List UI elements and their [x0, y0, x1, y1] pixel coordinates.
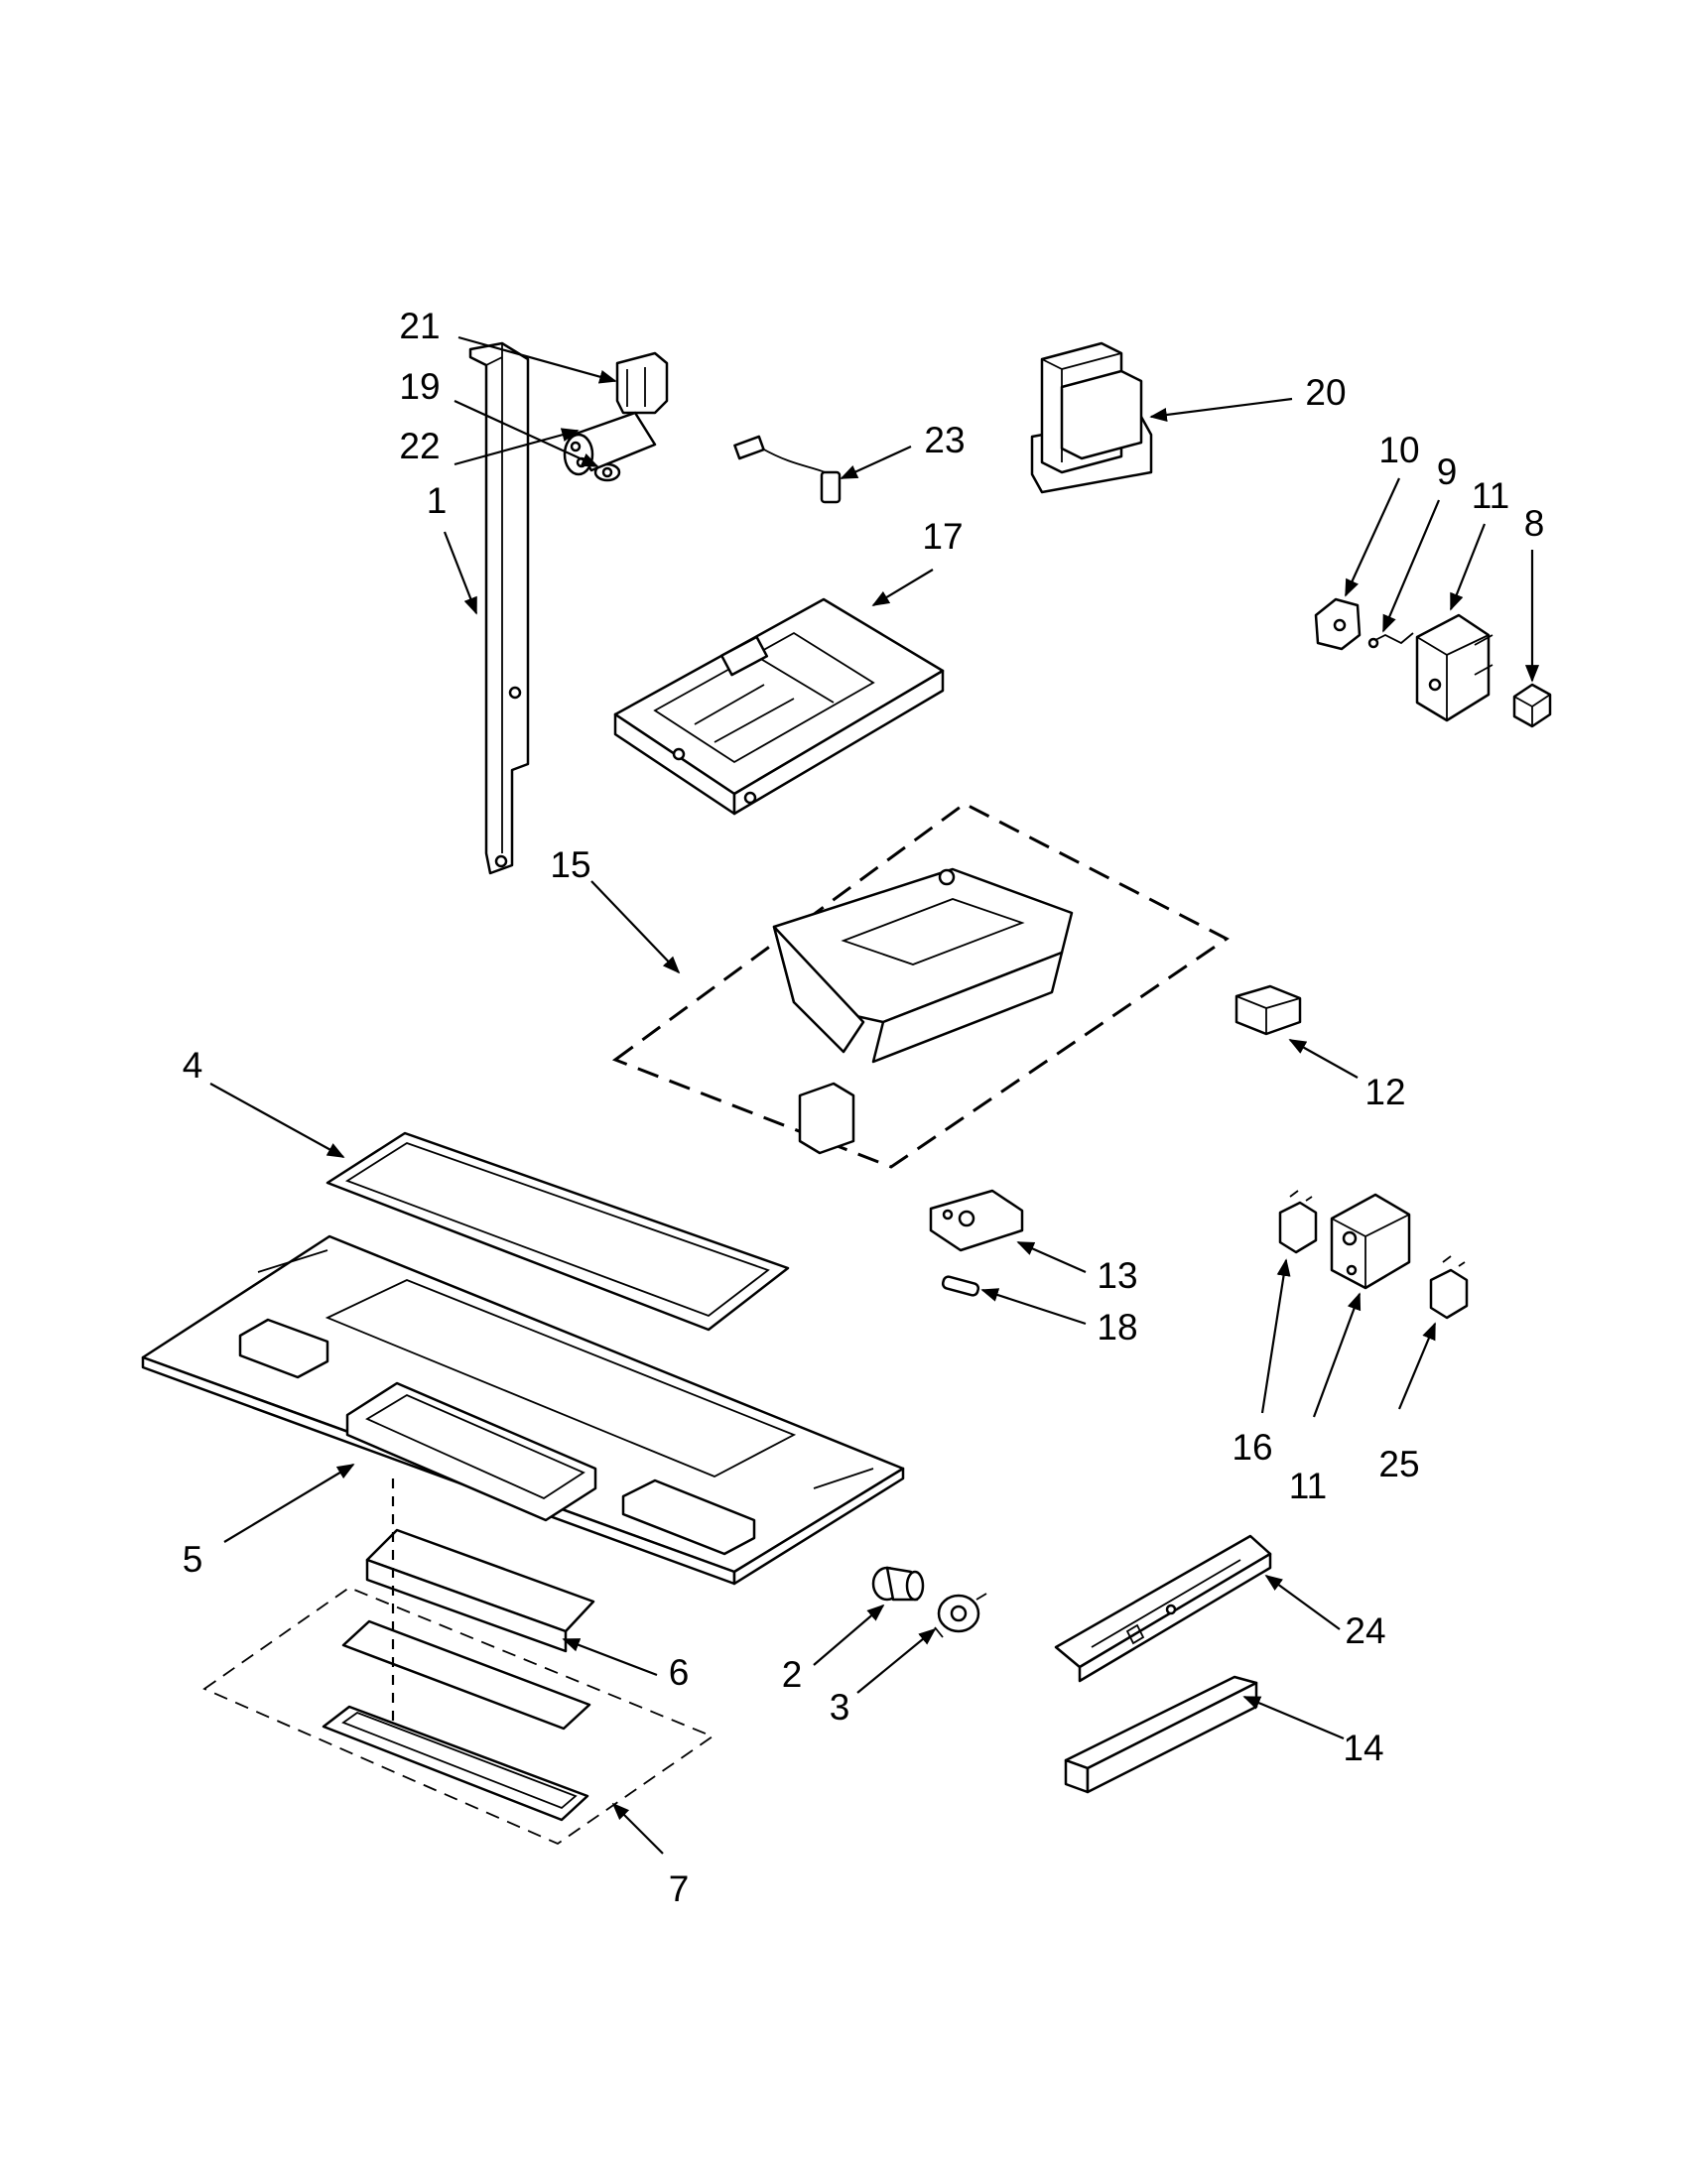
leader-11a — [1449, 523, 1487, 611]
part-9-spring — [1367, 632, 1414, 649]
callout-4: 4 — [183, 1045, 203, 1086]
callout-8: 8 — [1524, 503, 1545, 544]
callout-5: 5 — [183, 1539, 203, 1580]
callout-20: 20 — [1305, 372, 1346, 413]
leader-17 — [871, 569, 934, 606]
leader-6 — [562, 1637, 658, 1677]
leader-20 — [1149, 397, 1293, 422]
leader-21 — [457, 335, 617, 384]
callout-7: 7 — [669, 1868, 690, 1909]
leader-3 — [856, 1627, 937, 1694]
callout-9: 9 — [1437, 451, 1458, 492]
part-25-switch — [1429, 1255, 1469, 1320]
callout-22: 22 — [399, 426, 440, 466]
callout-18: 18 — [1097, 1307, 1137, 1348]
callout-24: 24 — [1345, 1610, 1385, 1651]
leader-7 — [611, 1802, 664, 1855]
callout-11-bottom: 11 — [1289, 1466, 1327, 1506]
part-1-bracket — [468, 341, 530, 875]
callout-11-top: 11 — [1472, 475, 1509, 516]
part-15-duct-assembly — [611, 802, 1230, 1169]
leader-19 — [454, 400, 599, 467]
part-16-switch — [1278, 1190, 1318, 1254]
callout-16: 16 — [1232, 1427, 1272, 1468]
part-3-lamp-socket — [934, 1593, 987, 1638]
part-23-sensor — [733, 435, 842, 504]
part-5-bottom-panel — [141, 1234, 905, 1586]
leader-18 — [980, 1288, 1087, 1326]
leader-16 — [1260, 1258, 1291, 1414]
leader-24 — [1264, 1574, 1341, 1630]
callout-14: 14 — [1343, 1728, 1383, 1768]
part-18-fuse — [941, 1275, 980, 1297]
leader-2 — [813, 1604, 885, 1666]
leader-11b — [1312, 1292, 1362, 1418]
leader-12 — [1288, 1039, 1359, 1079]
leader-10 — [1344, 477, 1401, 597]
part-8-switch — [1512, 683, 1552, 728]
leader-22 — [454, 428, 580, 466]
callout-1: 1 — [427, 480, 448, 521]
part-24-control-bracket — [1054, 1534, 1272, 1683]
part-2-socket — [871, 1566, 925, 1602]
leader-14 — [1242, 1695, 1345, 1740]
callout-10: 10 — [1378, 430, 1419, 470]
callout-23: 23 — [924, 420, 965, 460]
leader-25 — [1397, 1322, 1437, 1410]
callout-labels: 21 19 22 1 23 20 17 10 9 11 8 15 12 4 13… — [183, 306, 1545, 1909]
leader-23 — [840, 445, 912, 480]
leader-9 — [1381, 499, 1441, 633]
callout-12: 12 — [1364, 1072, 1405, 1112]
part-4-filter — [325, 1131, 790, 1332]
callout-15: 15 — [550, 844, 590, 885]
callout-2: 2 — [782, 1654, 803, 1695]
leader-4 — [209, 1083, 345, 1158]
part-7-light-assembly — [202, 1478, 714, 1846]
part-11-switch-holder-bottom — [1330, 1193, 1411, 1290]
part-12-block — [1234, 984, 1302, 1036]
part-20-transformer — [1030, 341, 1153, 494]
part-6-light-cover — [365, 1528, 595, 1653]
callout-25: 25 — [1378, 1444, 1419, 1484]
leader-15 — [590, 880, 681, 974]
callout-19: 19 — [399, 366, 440, 407]
leader-13 — [1016, 1240, 1087, 1274]
callout-13: 13 — [1097, 1255, 1137, 1296]
leader-1 — [443, 531, 478, 615]
part-14-foam-strip — [1064, 1675, 1258, 1794]
part-13-plate — [929, 1189, 1024, 1252]
leader-lines — [209, 335, 1540, 1855]
callout-6: 6 — [669, 1652, 690, 1693]
part-17-chassis-plate — [613, 597, 945, 816]
part-10 — [1314, 597, 1362, 651]
part-21-bracket — [615, 351, 669, 415]
callout-21: 21 — [399, 306, 440, 346]
callout-3: 3 — [830, 1687, 850, 1728]
callout-17: 17 — [922, 516, 963, 557]
part-11-switch-holder-top — [1415, 613, 1493, 722]
leader-5 — [223, 1464, 355, 1543]
